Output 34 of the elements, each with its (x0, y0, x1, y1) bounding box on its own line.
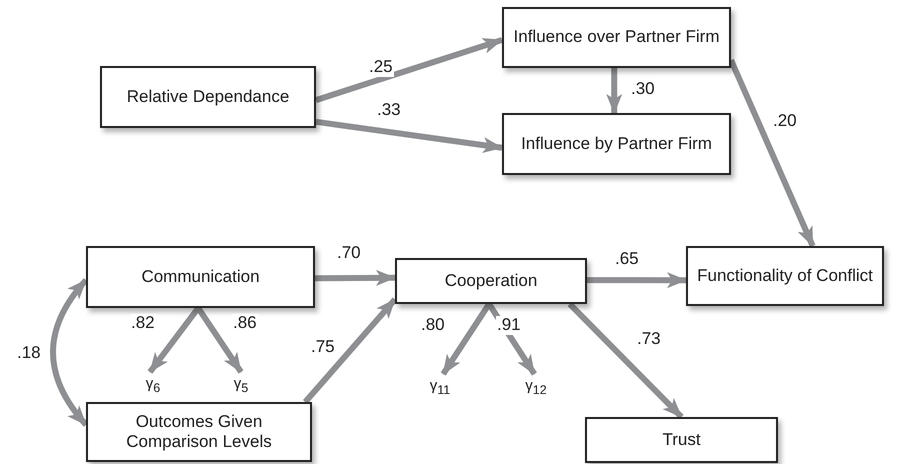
arrow (315, 37, 503, 103)
edge-label: .25 (368, 58, 394, 77)
arrow (606, 68, 622, 114)
arrow (50, 278, 88, 427)
variable-box (395, 258, 587, 304)
error-term-label: γ$_{11}$ (430, 377, 450, 397)
error-term-label: γ$_{12}$ (525, 377, 547, 397)
variable-label: Influence by Partner Firm (521, 134, 712, 154)
arrow (148, 306, 201, 374)
variable-box (502, 113, 731, 175)
variable-label: Relative Dependance (126, 86, 290, 108)
variable-box (100, 66, 316, 128)
variable-box (86, 246, 315, 308)
edge-label: .91 (496, 316, 522, 335)
variable-label: Outcomes Given Comparison Levels (125, 412, 273, 452)
variable-label: Cooperation (444, 270, 538, 292)
variable-label: Trust (662, 430, 701, 450)
error-term-label: γ$_{5}$ (234, 375, 248, 395)
variable-label: Functionality of Conflict (697, 266, 873, 286)
arrow (196, 306, 244, 374)
variable-box (502, 7, 731, 68)
arrow (440, 302, 492, 376)
variable-label: Influence over Partner Firm (514, 27, 720, 48)
variable-box (585, 417, 778, 463)
variable-box (86, 402, 312, 462)
arrow (587, 272, 687, 288)
arrow (314, 270, 396, 286)
arrow (302, 297, 398, 404)
arrow (728, 58, 816, 248)
arrow (568, 302, 684, 420)
variable-box (686, 246, 884, 306)
variable-label: Communication (141, 266, 260, 288)
arrow (316, 118, 503, 154)
error-term-label: γ$_{6}$ (146, 375, 160, 395)
